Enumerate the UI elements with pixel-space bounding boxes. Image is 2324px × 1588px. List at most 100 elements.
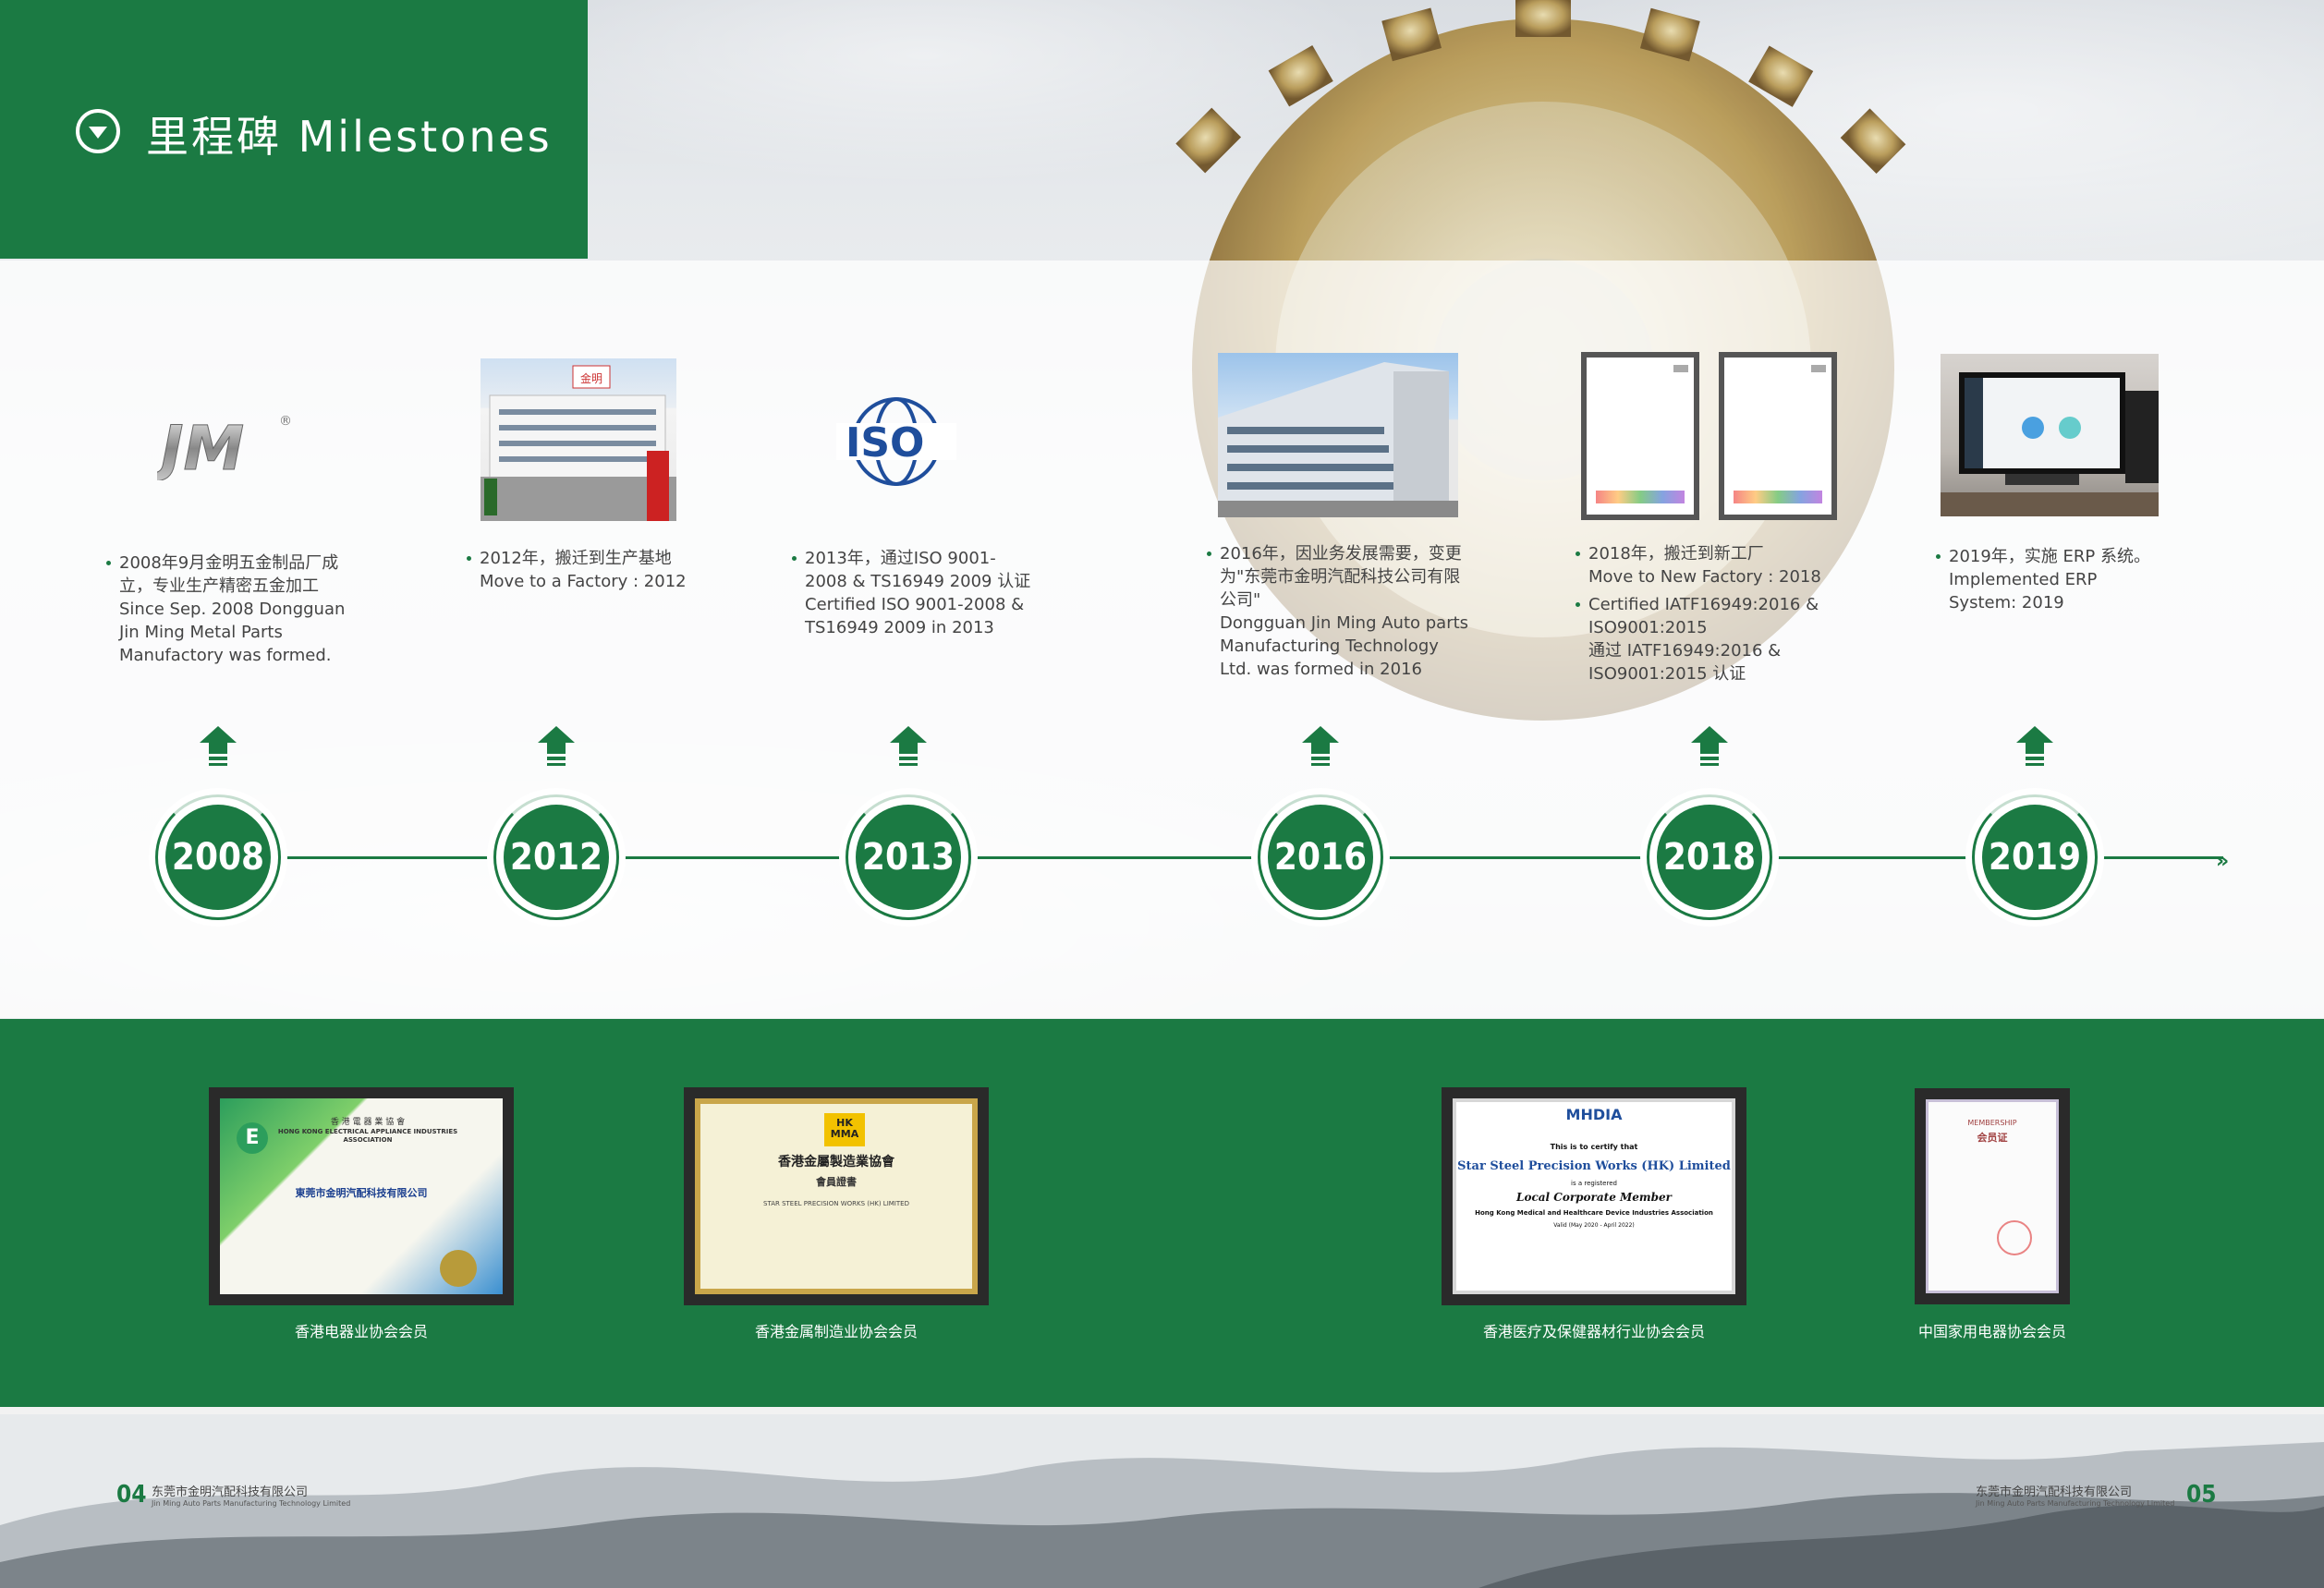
cert-title-cn: 會員證書 <box>816 1176 857 1188</box>
milestone-line: TS16949 2009 in 2013 <box>805 618 994 637</box>
jm-logo: JM ® <box>157 406 305 481</box>
certificate-caption: 香港金属制造业协会会员 <box>754 1323 918 1340</box>
milestone-line: 2018年，搬迁到新工厂 <box>1576 542 1843 565</box>
milestone-line: 为"东莞市金明汽配科技公司有限 <box>1220 567 1461 587</box>
milestone-2008-text: 2008年9月金明五金制品厂成 立，专业生产精密五金加工 Since Sep. … <box>106 552 347 667</box>
milestone-line: System: 2019 <box>1949 593 2064 612</box>
building-photo <box>1218 353 1458 517</box>
page-number-right: 05 <box>2186 1481 2217 1509</box>
milestone-2016-text: 2016年，因业务发展需要，变更 为"东莞市金明汽配科技公司有限 公司" Don… <box>1207 542 1484 681</box>
cert-title-en: MEMBERSHIP <box>1967 1119 2017 1127</box>
milestone-line: Certified IATF16949:2016 & <box>1576 593 1843 616</box>
milestone-line: 2008年9月金明五金制品厂成 <box>106 552 347 575</box>
milestone-line: 公司" <box>1220 590 1261 610</box>
divider <box>0 1407 2324 1414</box>
up-arrow-icon <box>200 726 237 767</box>
gold-seal-icon <box>440 1250 477 1287</box>
milestone-line: 2013年，通过ISO 9001- <box>792 547 1032 570</box>
certificate-hkmhdia: MHDIA This is to certify that Star Steel… <box>1442 1087 1746 1305</box>
iso-logo: ISO <box>836 395 956 488</box>
milestone-line: ISO9001:2015 认证 <box>1588 664 1746 684</box>
year-label: 2016 <box>1268 805 1373 910</box>
milestone-line: Manufactory was formed. <box>119 646 332 665</box>
certificate-caption: 中国家用电器协会会员 <box>1917 1323 2066 1340</box>
milestone-2012-text: 2012年，搬迁到生产基地 Move to a Factory : 2012 <box>467 547 707 593</box>
cert-member: Star Steel Precision Works (HK) Limited <box>1457 1159 1731 1173</box>
certificate-caption: 香港医疗及保健器材行业协会会员 <box>1482 1323 1705 1340</box>
milestone-line: 2012年，搬迁到生产基地 <box>467 547 707 570</box>
cert-line3: Hong Kong Medical and Healthcare Device … <box>1475 1209 1713 1217</box>
timeline-end-arrow-icon: » <box>2216 850 2230 873</box>
header-box: 里程碑 Milestones <box>0 0 588 259</box>
milestone-line: 2008 & TS16949 2009 认证 <box>805 572 1031 591</box>
certificate-photo-2 <box>1719 352 1837 520</box>
year-marker-2012: 2012 <box>487 788 626 927</box>
page-number-left: 04 <box>116 1481 147 1509</box>
milestone-line: 2016年，因业务发展需要，变更 <box>1207 542 1484 565</box>
milestone-line: Dongguan Jin Ming Auto parts <box>1220 613 1469 633</box>
cert-org-cn: 香 港 電 器 業 協 會 <box>330 1118 406 1127</box>
cert-valid: Valid (May 2020 - April 2022) <box>1553 1222 1635 1229</box>
certificate-cheaa: MEMBERSHIP 会员证 <box>1915 1088 2070 1304</box>
iso-logo-text: ISO <box>846 419 924 467</box>
milestone-line: Ltd. was formed in 2016 <box>1220 660 1422 679</box>
timeline-band <box>0 261 2324 1018</box>
mountain-background <box>0 1414 2324 1588</box>
year-label: 2019 <box>1982 805 2087 910</box>
milestone-line: ISO9001:2015 <box>1588 618 1708 637</box>
cert-member: 東莞市金明汽配科技有限公司 <box>295 1187 428 1199</box>
association-emblem-icon: E <box>237 1122 268 1154</box>
year-marker-2019: 2019 <box>1965 788 2104 927</box>
red-seal-icon <box>1997 1220 2032 1255</box>
milestone-line: Jin Ming Metal Parts <box>119 623 283 642</box>
certificate-photo-1 <box>1581 352 1699 520</box>
certificate-hkmma: HK MMA 香港金屬製造業協會 會員證書 STAR STEEL PRECISI… <box>684 1087 989 1305</box>
jm-logo-text: JM <box>157 413 244 480</box>
milestone-line: Move to New Factory : 2018 <box>1588 567 1821 587</box>
up-arrow-icon <box>1691 726 1728 767</box>
milestone-line: 立，专业生产精密五金加工 <box>119 576 319 596</box>
registered-mark: ® <box>279 414 292 429</box>
milestone-2013-text: 2013年，通过ISO 9001- 2008 & TS16949 2009 认证… <box>792 547 1032 639</box>
hkmma-badge: HK MMA <box>824 1113 865 1146</box>
footer-company-en-right: Jin Ming Auto Parts Manufacturing Techno… <box>1976 1499 2175 1508</box>
milestone-line: Manufacturing Technology <box>1220 636 1439 656</box>
cert-line2: is a registered <box>1571 1180 1617 1187</box>
year-label: 2013 <box>856 805 961 910</box>
milestone-line: Since Sep. 2008 Dongguan <box>119 600 346 619</box>
year-marker-2013: 2013 <box>839 788 978 927</box>
up-arrow-icon <box>1302 726 1339 767</box>
factory-photo: 金明 <box>481 358 676 521</box>
cert-title-cn: 会员证 <box>1977 1132 2008 1144</box>
milestone-line: Implemented ERP <box>1949 570 2098 589</box>
mhdia-logo: MHDIA <box>1565 1106 1623 1123</box>
milestone-line: 通过 IATF16949:2016 & <box>1588 641 1782 661</box>
chevron-down-circle-icon <box>76 109 120 153</box>
up-arrow-icon <box>890 726 927 767</box>
milestone-line: Move to a Factory : 2012 <box>480 572 687 591</box>
up-arrow-icon <box>538 726 575 767</box>
milestone-line: Certified ISO 9001-2008 & <box>805 595 1025 614</box>
year-label: 2018 <box>1657 805 1762 910</box>
certificate-caption: 香港电器业协会会员 <box>294 1323 428 1340</box>
year-label: 2008 <box>165 805 271 910</box>
cert-org-cn: 香港金屬製造業協會 <box>778 1155 894 1170</box>
year-label: 2012 <box>504 805 609 910</box>
footer-company-en-left: Jin Ming Auto Parts Manufacturing Techno… <box>152 1499 351 1508</box>
up-arrow-icon <box>2016 726 2053 767</box>
cert-line1: This is to certify that <box>1550 1143 1638 1151</box>
milestone-2018-text: 2018年，搬迁到新工厂 Move to New Factory : 2018 … <box>1576 542 1843 685</box>
cert-grade: Local Corporate Member <box>1516 1191 1672 1204</box>
year-marker-2018: 2018 <box>1640 788 1779 927</box>
year-marker-2016: 2016 <box>1251 788 1390 927</box>
erp-monitor-photo <box>1941 354 2159 516</box>
factory-sign-text: 金明 <box>580 371 602 385</box>
milestone-line: 2019年，实施 ERP 系统。 <box>1936 545 2185 568</box>
year-marker-2008: 2008 <box>149 788 287 927</box>
cert-member: STAR STEEL PRECISION WORKS (HK) LIMITED <box>763 1200 909 1207</box>
footer-company-cn-left: 东莞市金明汽配科技有限公司 <box>152 1485 309 1499</box>
timeline-line <box>218 856 2223 859</box>
milestone-2019-text: 2019年，实施 ERP 系统。 Implemented ERP System:… <box>1936 545 2185 614</box>
certificate-hkeaia: E 香 港 電 器 業 協 會 HONG KONG ELECTRICAL APP… <box>209 1087 514 1305</box>
page-title: 里程碑 Milestones <box>146 112 553 162</box>
